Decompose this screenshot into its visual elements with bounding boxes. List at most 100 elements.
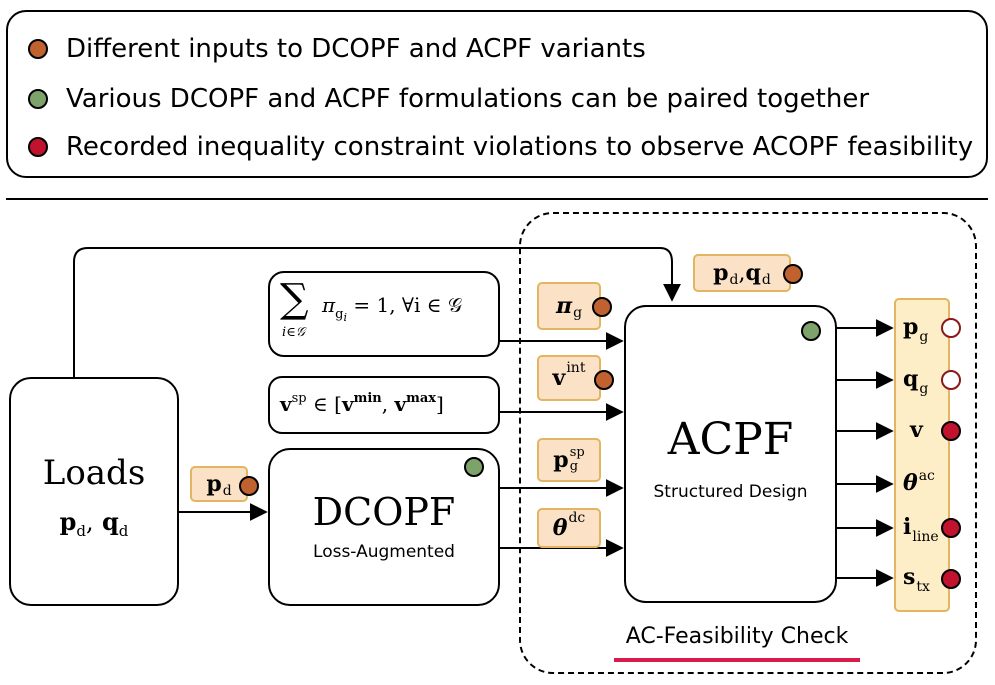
- legend-text-inputs: Different inputs to DCOPF and ACPF varia…: [66, 34, 646, 64]
- output-qg-hollow-marker-icon: [941, 370, 961, 390]
- sum-pi-sub: g: [335, 307, 344, 322]
- tag-thetadc-sup: dc: [568, 510, 586, 526]
- output-theta-sup: ac: [918, 468, 935, 484]
- orange-marker-icon: [28, 39, 48, 59]
- tag-pgsp-sub: g: [569, 459, 579, 474]
- legend-box: Different inputs to DCOPF and ACPF varia…: [6, 10, 988, 178]
- legend-item-formulations: Various DCOPF and ACPF formulations can …: [28, 84, 869, 114]
- separator-line: [6, 198, 988, 200]
- output-v-red-marker-icon: [941, 421, 961, 441]
- tag-pgsp-sup: sp: [569, 445, 585, 460]
- dcopf-subtitle: Loss-Augmented: [313, 542, 455, 562]
- legend-text-violations: Recorded inequality constraint violation…: [66, 132, 974, 162]
- sum-index: i∈𝒢: [282, 325, 306, 340]
- acpf-green-marker-icon: [801, 321, 821, 341]
- green-marker-icon: [28, 89, 48, 109]
- output-qg-sub: g: [919, 381, 929, 397]
- output-v-main: v: [910, 417, 923, 443]
- sum-constraint-box: ∑ i∈𝒢 πgi = 1, ∀i ∈ 𝒢: [268, 271, 500, 357]
- output-stx-sub: tx: [916, 579, 930, 595]
- tag-pdqd-p: p: [713, 260, 729, 286]
- tag-vint-orange-marker-icon: [594, 370, 614, 390]
- loads-to-acpf-arrow: [73, 247, 681, 378]
- output-iline-red-marker-icon: [941, 518, 961, 538]
- tag-pgsp-main: p: [553, 447, 569, 473]
- loads-p-sub: d: [76, 522, 86, 540]
- dcopf-box: DCOPF Loss-Augmented: [268, 448, 500, 606]
- sum-pi-sub-i: i: [343, 311, 348, 324]
- ac-feasibility-label: AC-Feasibility Check: [625, 624, 849, 649]
- loads-q: q: [102, 507, 119, 536]
- legend-item-violations: Recorded inequality constraint violation…: [28, 132, 973, 162]
- tag-vint-main: v: [552, 365, 566, 391]
- v-sp-sup: sp: [291, 391, 307, 406]
- ac-feasibility-underline: [614, 658, 860, 662]
- acpf-box: ACPF Structured Design: [624, 305, 837, 603]
- loads-comma: ,: [86, 508, 94, 536]
- legend-item-inputs: Different inputs to DCOPF and ACPF varia…: [28, 34, 646, 64]
- tag-pdqd-p-sub: d: [729, 272, 739, 288]
- v-sep: ,: [381, 392, 395, 416]
- tag-pd-sub: d: [222, 483, 232, 499]
- loads-variables: pd, qd: [11, 507, 177, 540]
- tag-thetadc-main: θ: [552, 515, 568, 541]
- v-close: ]: [436, 392, 444, 416]
- tag-pd-orange-marker-icon: [239, 476, 259, 496]
- v-sp: v: [280, 392, 292, 416]
- red-marker-icon: [28, 137, 48, 157]
- v-min-sup: min: [353, 391, 382, 406]
- output-qg-main: q: [903, 366, 919, 392]
- output-pg-hollow-marker-icon: [941, 318, 961, 338]
- output-theta-main: θ: [903, 470, 918, 496]
- sum-expression: πgi = 1, ∀i ∈ 𝒢: [322, 293, 463, 324]
- output-column: [894, 298, 950, 612]
- loads-title: Loads: [42, 453, 146, 493]
- tag-pig-orange-marker-icon: [592, 297, 612, 317]
- output-stx-main: s: [903, 564, 916, 590]
- output-qg: qg: [903, 366, 928, 397]
- output-stx: stx: [903, 564, 930, 595]
- tag-pdqd-orange-marker-icon: [783, 264, 803, 284]
- ac-feasibility-region: [519, 212, 977, 674]
- tag-pd-main: p: [206, 471, 222, 497]
- tag-pdqd-q-sub: d: [761, 272, 771, 288]
- v-expression: vsp ∈ [vmin, vmax]: [280, 391, 444, 416]
- sum-rest: = 1, ∀i ∈ 𝒢: [347, 293, 463, 317]
- loads-q-sub: d: [118, 522, 129, 540]
- tag-pig-main: π: [555, 293, 573, 319]
- acpf-title: ACPF: [667, 414, 794, 465]
- output-pg-main: p: [903, 314, 919, 340]
- dcopf-title: DCOPF: [312, 490, 456, 534]
- dcopf-green-marker-icon: [464, 457, 484, 477]
- acpf-subtitle: Structured Design: [653, 482, 808, 502]
- tag-pdqd-q: q: [745, 260, 761, 286]
- output-v: v: [910, 417, 923, 443]
- v-min: v: [341, 392, 354, 416]
- tag-vint-sup: int: [566, 360, 586, 376]
- v-constraint-box: vsp ∈ [vmin, vmax]: [268, 376, 500, 434]
- legend-text-formulations: Various DCOPF and ACPF formulations can …: [66, 84, 870, 114]
- output-theta: θac: [903, 468, 935, 496]
- v-max-sup: max: [406, 391, 437, 406]
- loads-p: p: [59, 507, 77, 536]
- output-iline-sub: line: [912, 529, 939, 545]
- v-in: ∈ [: [306, 392, 342, 416]
- output-stx-red-marker-icon: [941, 569, 961, 589]
- sum-symbol: ∑: [280, 276, 309, 322]
- v-max: v: [394, 392, 407, 416]
- loads-box: Loads pd, qd: [9, 377, 179, 606]
- tag-pig-sub: g: [573, 305, 583, 321]
- tag-pdqd-comma: ,: [738, 260, 746, 286]
- sum-pi: π: [322, 293, 336, 317]
- output-pg: pg: [903, 314, 928, 345]
- output-iline-main: i: [903, 514, 912, 540]
- output-pg-sub: g: [919, 329, 929, 345]
- output-iline: iline: [903, 514, 939, 545]
